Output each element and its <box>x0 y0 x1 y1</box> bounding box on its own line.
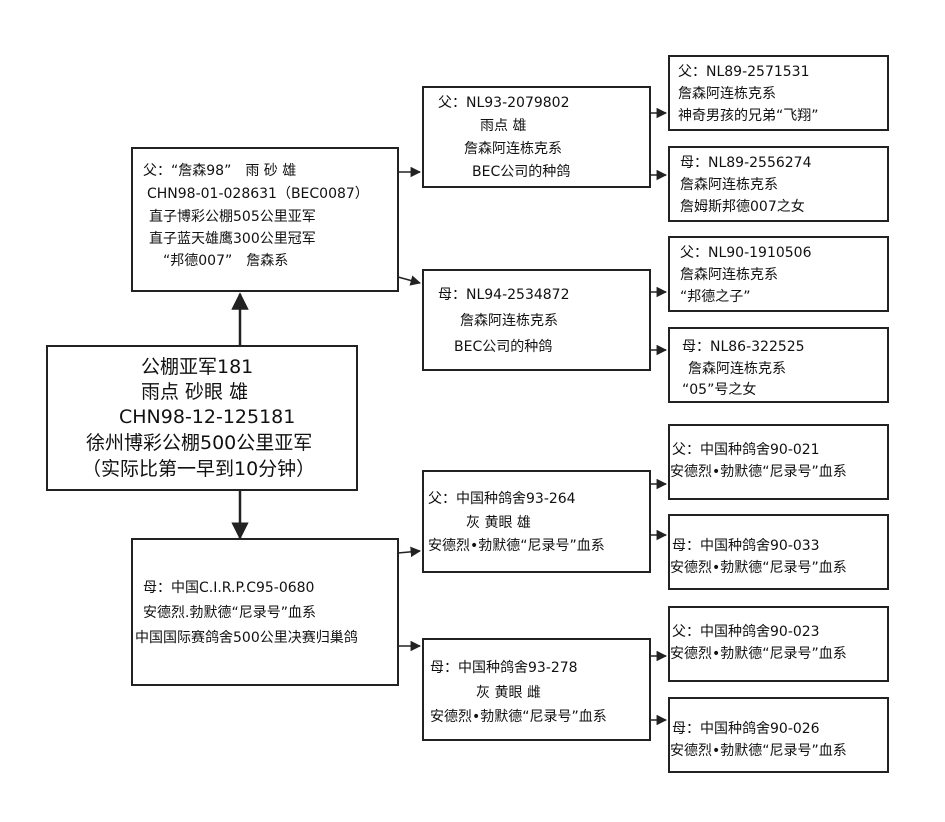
g1-box: 父：NL89-2571531 詹森阿连栋克系 神奇男孩的兄弟“飞翔” <box>668 55 889 131</box>
dam-box: 母：中国C.I.R.P.C95-0680 安德烈.勃默德“尼录号”血系 中国国际… <box>131 538 399 686</box>
subject-color: 雨点 砂眼 雄 <box>141 381 249 403</box>
g4-box: 母：NL86-322525 詹森阿连栋克系 “05”号之女 <box>668 327 889 403</box>
g6-box: 母：中国种鸽舍90-033 安德烈•勃默德“尼录号”血系 <box>668 514 889 590</box>
g7-title: 父：中国种鸽舍90-023 <box>672 624 820 640</box>
subject-result: 徐州博彩公棚500公里亚军 <box>86 432 313 454</box>
sire-sire-title: 父：NL93-2079802 <box>438 95 570 111</box>
sire-dam-title: 母：NL94-2534872 <box>438 287 570 303</box>
sire-sire-color: 雨点 雄 <box>480 118 527 134</box>
g7-box: 父：中国种鸽舍90-023 安德烈•勃默德“尼录号”血系 <box>668 606 889 682</box>
dam-sire-bloodline: 安德烈•勃默德“尼录号”血系 <box>428 538 605 554</box>
dam-dam-bloodline: 安德烈•勃默德“尼录号”血系 <box>430 709 607 725</box>
dam-title: 母：中国C.I.R.P.C95-0680 <box>143 580 315 596</box>
g3-box: 父：NL90-1910506 詹森阿连栋克系 “邦德之子” <box>668 236 889 312</box>
dam-sire-color: 灰 黄眼 雄 <box>466 515 531 531</box>
sire-sire-bloodline: 詹森阿连栋克系 <box>464 141 562 157</box>
g8-box: 母：中国种鸽舍90-026 安德烈•勃默德“尼录号”血系 <box>668 697 889 773</box>
sire-dam-bloodline: 詹森阿连栋克系 <box>460 313 558 329</box>
g6-title: 母：中国种鸽舍90-033 <box>672 538 820 554</box>
sire-box: 父：“詹森98” 雨 砂 雄 CHN98-01-028631（BEC0087） … <box>131 147 399 292</box>
g3-note: “邦德之子” <box>680 289 751 305</box>
g1-bloodline: 詹森阿连栋克系 <box>678 86 776 102</box>
sire-title: 父：“詹森98” 雨 砂 雄 <box>143 163 297 179</box>
g2-box: 母：NL89-2556274 詹森阿连栋克系 詹姆斯邦德007之女 <box>668 146 889 222</box>
sire-bloodline: “邦德007” 詹森系 <box>163 253 289 269</box>
subject-note: （实际比第一早到10分钟） <box>82 458 316 480</box>
g8-title: 母：中国种鸽舍90-026 <box>672 721 820 737</box>
g6-bloodline: 安德烈•勃默德“尼录号”血系 <box>670 560 847 576</box>
sire-sire-box: 父：NL93-2079802 雨点 雄 詹森阿连栋克系 BEC公司的种鸽 <box>422 86 651 188</box>
g5-bloodline: 安德烈•勃默德“尼录号”血系 <box>670 464 847 480</box>
sire-dam-box: 母：NL94-2534872 詹森阿连栋克系 BEC公司的种鸽 <box>422 269 651 371</box>
g2-note: 詹姆斯邦德007之女 <box>680 199 805 215</box>
g2-title: 母：NL89-2556274 <box>680 155 812 171</box>
g8-bloodline: 安德烈•勃默德“尼录号”血系 <box>670 743 847 759</box>
dam-dam-title: 母：中国种鸽舍93-278 <box>430 660 578 676</box>
subject-name: 公棚亚军181 <box>141 356 254 378</box>
g1-title: 父：NL89-2571531 <box>678 64 810 80</box>
g3-bloodline: 詹森阿连栋克系 <box>680 267 778 283</box>
g5-title: 父：中国种鸽舍90-021 <box>672 442 820 458</box>
g4-note: “05”号之女 <box>682 382 757 398</box>
g4-title: 母：NL86-322525 <box>682 339 805 355</box>
dam-dam-color: 灰 黄眼 雌 <box>476 685 541 701</box>
arrow-sire-to-sire-dam <box>397 275 422 286</box>
dam-sire-title: 父：中国种鸽舍93-264 <box>428 491 576 507</box>
sire-result-2: 直子蓝天雄鹰300公里冠军 <box>149 231 316 247</box>
arrow-dam-to-dam-sire <box>397 546 422 558</box>
sire-ring-number: CHN98-01-028631（BEC0087） <box>147 186 369 202</box>
g5-box: 父：中国种鸽舍90-021 安德烈•勃默德“尼录号”血系 <box>668 424 889 500</box>
g4-bloodline: 詹森阿连栋克系 <box>688 361 786 377</box>
g3-title: 父：NL90-1910506 <box>680 245 812 261</box>
dam-bloodline: 安德烈.勃默德“尼录号”血系 <box>143 605 316 621</box>
sire-dam-source: BEC公司的种鸽 <box>454 339 553 355</box>
g7-bloodline: 安德烈•勃默德“尼录号”血系 <box>670 646 847 662</box>
sire-sire-source: BEC公司的种鸽 <box>472 164 571 180</box>
subject-box: 公棚亚军181 雨点 砂眼 雄 CHN98-12-125181 徐州博彩公棚50… <box>46 345 358 491</box>
dam-dam-box: 母：中国种鸽舍93-278 灰 黄眼 雌 安德烈•勃默德“尼录号”血系 <box>422 638 651 741</box>
g1-note: 神奇男孩的兄弟“飞翔” <box>678 108 819 124</box>
g2-bloodline: 詹森阿连栋克系 <box>680 177 778 193</box>
dam-sire-box: 父：中国种鸽舍93-264 灰 黄眼 雄 安德烈•勃默德“尼录号”血系 <box>422 470 651 573</box>
dam-result: 中国国际赛鸽舍500公里决赛归巢鸽 <box>135 630 358 646</box>
sire-result-1: 直子博彩公棚505公里亚军 <box>149 209 316 225</box>
subject-ring-number: CHN98-12-125181 <box>119 406 296 428</box>
